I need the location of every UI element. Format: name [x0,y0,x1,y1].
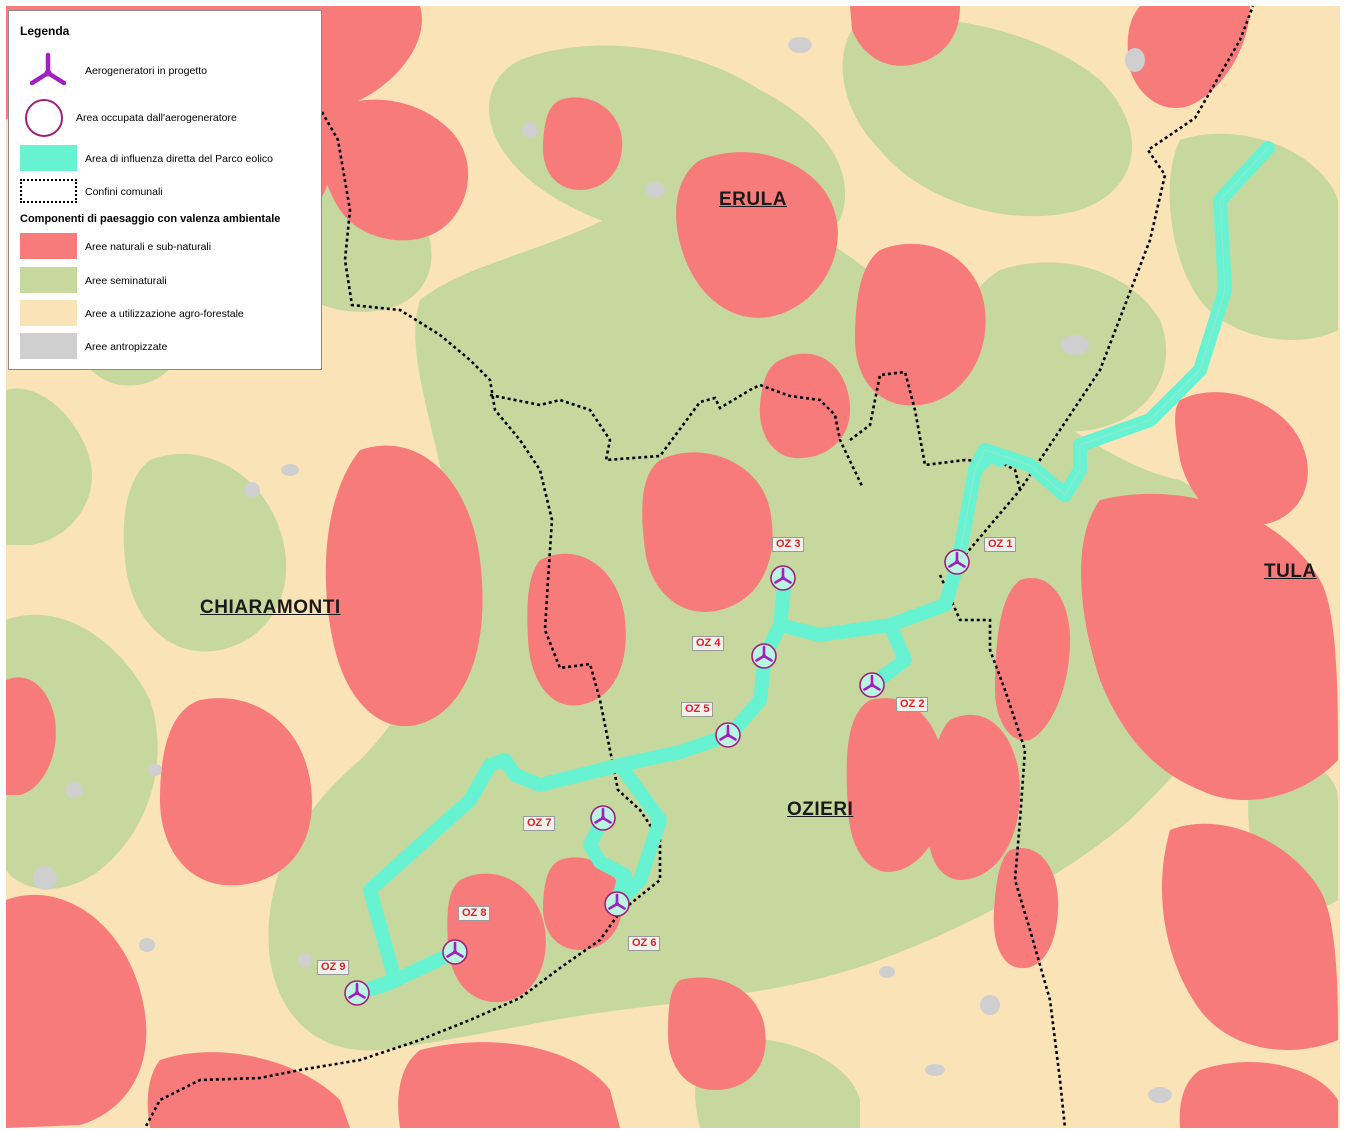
turbine-label-oz8: OZ 8 [458,906,491,921]
turbine-label-oz9: OZ 9 [317,960,350,975]
legend-item-turbines: Aerogeneratori in progetto [9,51,321,86]
circle-outline-icon [25,99,63,137]
dotted-border-icon [20,179,77,203]
turbine-label-oz1: OZ 1 [984,537,1017,552]
influence-area-edge [957,147,1269,564]
legend-label-natural: Aree naturali e sub-naturali [85,241,212,253]
turbine-oz5-icon[interactable] [715,722,741,748]
legend-item-occupied-area: Area occupata dall'aerogeneratore [9,97,321,137]
legend-label-anthropic: Aree antropizzate [85,341,168,353]
anthropic-areas [33,37,1172,1103]
municipal-borders [143,5,1255,1129]
turbine-oz7-icon[interactable] [590,805,616,831]
anthropic-swatch [20,333,77,359]
turbine-oz2-icon[interactable] [859,672,885,698]
legend-label-seminatural: Aree seminaturali [85,275,167,287]
legend-label-agro: Aree a utilizzazione agro-forestale [85,308,244,320]
turbine-label-oz2: OZ 2 [896,697,929,712]
legend-item-anthropic: Aree antropizzate [9,333,321,367]
turbine-oz1-icon[interactable] [944,549,970,575]
natural-swatch [20,233,77,259]
place-label-chiaramonti: CHIARAMONTI [200,597,341,618]
legend-label-borders: Confini comunali [85,186,163,198]
turbine-label-oz5: OZ 5 [681,702,714,717]
place-label-tula: TULA [1264,561,1317,582]
turbine-label-oz3: OZ 3 [772,537,805,552]
turbine-oz6-icon[interactable] [604,891,630,917]
legend-item-seminatural: Aree seminaturali [9,267,321,301]
legend-item-borders: Confini comunali [9,179,321,213]
turbine-oz3-icon[interactable] [770,565,796,591]
agro-swatch [20,300,77,326]
legend-label-occupied-area: Area occupata dall'aerogeneratore [76,112,237,124]
place-label-erula: ERULA [719,189,787,210]
legend-item-agro: Aree a utilizzazione agro-forestale [9,300,321,334]
turbine-label-oz6: OZ 6 [628,936,661,951]
turbine-oz9-icon[interactable] [344,980,370,1006]
map-legend: Legenda Aerogeneratori in progetto Area … [8,10,322,370]
place-label-ozieri: OZIERI [787,799,854,820]
legend-section-title: Componenti di paesaggio con valenza ambi… [20,213,281,225]
legend-label-influence-area: Area di influenza diretta del Parco eoli… [85,153,273,165]
influence-swatch [20,145,77,171]
wind-turbine-icon [29,52,67,86]
turbine-oz8-icon[interactable] [442,939,468,965]
legend-item-natural: Aree naturali e sub-naturali [9,233,321,267]
legend-item-influence-area: Area di influenza diretta del Parco eoli… [9,145,321,179]
turbine-oz4-icon[interactable] [751,643,777,669]
legend-title: Legenda [20,24,70,38]
turbine-label-oz4: OZ 4 [692,636,725,651]
seminatural-swatch [20,267,77,293]
turbine-label-oz7: OZ 7 [523,816,556,831]
legend-label-turbines: Aerogeneratori in progetto [85,65,207,77]
